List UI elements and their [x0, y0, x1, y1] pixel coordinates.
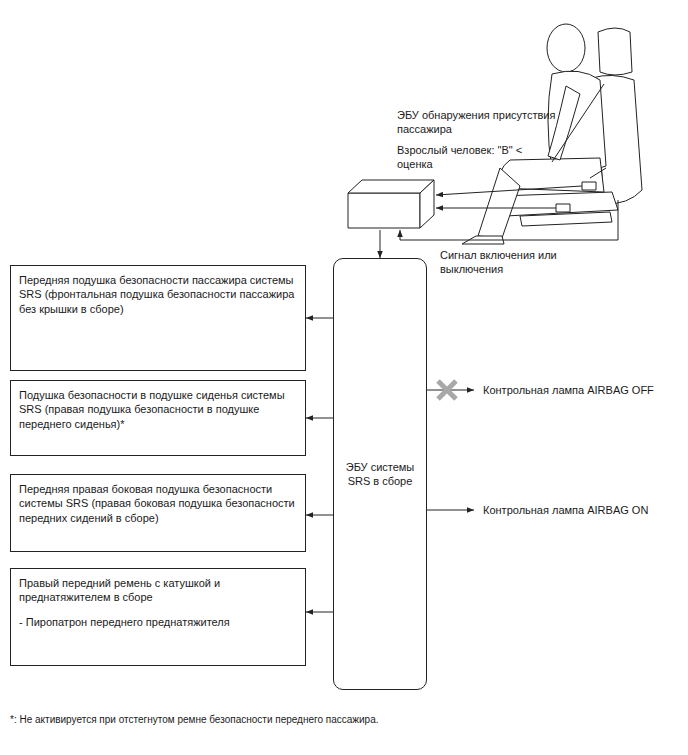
- ecu-box-side: [420, 180, 434, 228]
- lamp-wire: [427, 510, 474, 511]
- airbag-box: Передняя правая боковая подушка безопасн…: [10, 474, 306, 552]
- box-text: Передняя подушка безопасности пассажира …: [19, 273, 297, 316]
- connector-arrow: [306, 418, 333, 419]
- sensor-wire: [436, 208, 556, 209]
- connector-arrow: [380, 230, 381, 258]
- ecu-box-top: [348, 180, 434, 193]
- ecu-box: [348, 180, 434, 228]
- connector-arrow: [306, 318, 333, 319]
- airbag-box: Передняя подушка безопасности пассажира …: [10, 265, 306, 371]
- ecu-label-block: ЭБУ обнаружения присутствия пассажираВзр…: [345, 108, 560, 230]
- sensor-wire: [400, 200, 618, 240]
- sensor: [582, 182, 596, 190]
- airbag-box: Подушка безопасности в подушке сиденья с…: [10, 380, 306, 456]
- box-text: Подушка безопасности в подушке сиденья с…: [19, 388, 297, 431]
- cross-mark: [438, 381, 456, 399]
- footnote: *: Не активируется при отстегнутом ремне…: [10, 713, 379, 726]
- srs-ecu-box: ЭБУ системы SRS в сборе: [333, 258, 427, 690]
- lower-leg: [478, 168, 520, 238]
- signal-label: Сигнал включения или выключения: [440, 248, 565, 277]
- torso: [548, 71, 606, 172]
- sensor: [556, 204, 570, 212]
- box-text: Передняя правая боковая подушка безопасн…: [19, 482, 297, 525]
- seat-rail: [520, 212, 612, 226]
- lamp-label: Контрольная лампа AIRBAG ON: [483, 503, 648, 517]
- sensor-wire: [436, 186, 582, 195]
- headrest: [598, 28, 632, 75]
- signal-wires: [400, 186, 618, 510]
- arm: [548, 86, 580, 160]
- seat-belt: [552, 84, 606, 178]
- box-subtext: Взрослый человек: "B" < оценка: [345, 143, 560, 172]
- box-text: Правый передний ремень с катушкой и пред…: [19, 576, 297, 605]
- seat-figure: [462, 24, 642, 244]
- box-subtext: - Пиропатрон переднего преднатяжителя: [19, 615, 297, 629]
- head: [547, 24, 585, 72]
- box-title: ЭБУ системы SRS в сборе: [340, 460, 420, 489]
- box-text: ЭБУ обнаружения присутствия пассажира: [345, 108, 560, 137]
- lamp-label: Контрольная лампа AIRBAG OFF: [483, 383, 654, 397]
- pretensioner-box: Правый передний ремень с катушкой и пред…: [10, 568, 306, 666]
- connector-arrow: [306, 612, 333, 613]
- ecu-box-front: [348, 193, 420, 228]
- connector-arrow: [306, 515, 333, 516]
